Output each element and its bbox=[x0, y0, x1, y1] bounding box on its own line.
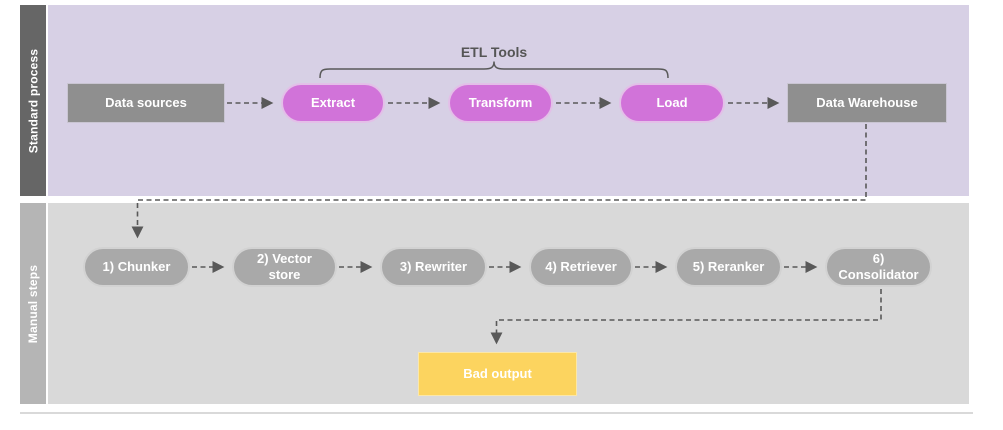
node-bad-output: Bad output bbox=[418, 352, 577, 396]
lane-label-standard-process-text: Standard process bbox=[26, 48, 41, 153]
node-transform: Transform bbox=[448, 83, 553, 123]
lane-label-manual-steps-text: Manual steps bbox=[26, 264, 41, 343]
node-data-warehouse: Data Warehouse bbox=[787, 83, 947, 123]
node-load: Load bbox=[619, 83, 725, 123]
node-vector-store: 2) Vector store bbox=[232, 247, 337, 287]
node-chunker: 1) Chunker bbox=[83, 247, 190, 287]
node-reranker: 5) Reranker bbox=[675, 247, 782, 287]
node-retriever: 4) Retriever bbox=[529, 247, 633, 287]
lane-label-standard-process: Standard process bbox=[20, 5, 46, 196]
node-rewriter: 3) Rewriter bbox=[380, 247, 487, 287]
lane-label-manual-steps: Manual steps bbox=[20, 203, 46, 404]
node-data-sources: Data sources bbox=[67, 83, 225, 123]
bottom-divider bbox=[20, 412, 973, 414]
etl-tools-label: ETL Tools bbox=[460, 44, 528, 60]
node-consolidator: 6) Consolidator bbox=[825, 247, 932, 287]
node-extract: Extract bbox=[281, 83, 385, 123]
